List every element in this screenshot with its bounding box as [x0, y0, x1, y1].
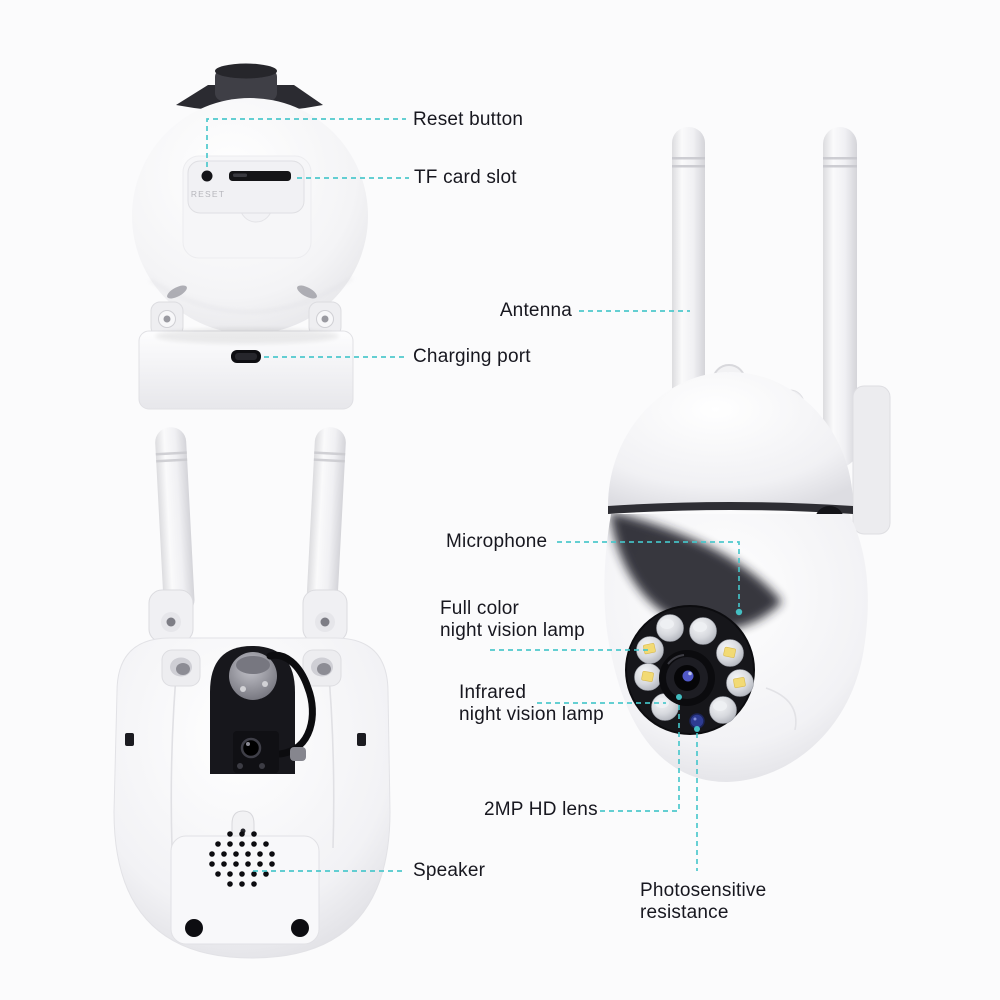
- photosensitive-sensor: [689, 713, 705, 729]
- antenna-hinge-left: [148, 589, 194, 643]
- leader-dot-photosensitive: [694, 726, 700, 732]
- label-speaker: Speaker: [413, 860, 486, 881]
- label-photosensitive-resistance: Photosensitive resistance: [640, 880, 767, 923]
- leader-line-microphone: [557, 541, 740, 607]
- gimbal-motor-top: [236, 656, 270, 674]
- antenna-rear-left: [155, 427, 195, 616]
- screw-recess-left: [161, 649, 201, 687]
- antenna-left: [672, 127, 705, 457]
- antenna-rear-right: [306, 427, 346, 616]
- label-infrared-night-vision-lamp: Infrared night vision lamp: [459, 682, 604, 725]
- bottom-screw-left: [185, 919, 203, 937]
- power-cable: [266, 651, 316, 758]
- leader-dot-microphone: [735, 608, 743, 616]
- white-light-led: [634, 663, 662, 691]
- base-shadow: [155, 328, 339, 344]
- lens-barrel-top: [215, 63, 277, 79]
- gimbal-screw: [240, 686, 246, 692]
- dome-shadow: [610, 514, 782, 631]
- label-antenna: Antenna: [499, 300, 572, 321]
- hinge-left: [150, 301, 184, 337]
- leader-lines: [206, 118, 743, 872]
- ir-led: [656, 614, 684, 642]
- label-full-color-night-vision-lamp: Full color night vision lamp: [440, 598, 585, 641]
- port-panel: [187, 160, 305, 214]
- bottom-screw-right: [291, 919, 309, 937]
- vent-right: [297, 285, 317, 299]
- pan-dome: [608, 372, 853, 506]
- leader-dot-lens: [676, 694, 682, 700]
- screw-recess-right: [302, 649, 342, 687]
- antenna-right: [823, 127, 857, 467]
- camera-bottom-view: [113, 427, 391, 959]
- tf-slot-detail: [233, 173, 247, 177]
- side-tab-left: [125, 733, 134, 746]
- leader-line-reset: [206, 118, 406, 167]
- camera-front-view: [604, 127, 891, 782]
- white-light-led: [636, 636, 664, 664]
- speaker-holes: [209, 831, 275, 887]
- speaker-panel: [170, 835, 320, 945]
- vent-left: [167, 285, 187, 299]
- label-microphone: Microphone: [446, 531, 548, 552]
- hd-lens: [659, 650, 715, 706]
- antenna-hinge-right: [302, 589, 348, 643]
- white-light-led: [716, 639, 744, 667]
- gimbal-screw: [262, 681, 268, 687]
- mount-bracket-arm: [852, 385, 891, 535]
- label-tf-card-slot: TF card slot: [414, 167, 517, 188]
- label-hd-lens: 2MP HD lens: [484, 799, 598, 820]
- tilt-gap: [608, 502, 853, 514]
- dc-jack[interactable]: [233, 731, 279, 773]
- label-charging-port: Charging port: [413, 346, 531, 367]
- ir-led: [689, 617, 717, 645]
- reset-button[interactable]: [201, 170, 213, 182]
- camera-top-view: RESET: [132, 63, 368, 410]
- reset-marking: RESET: [191, 189, 225, 199]
- side-tab-right: [357, 733, 366, 746]
- white-light-led: [726, 669, 754, 697]
- ir-led: [709, 696, 737, 724]
- label-reset-button: Reset button: [413, 109, 524, 130]
- mount-keyhole: [231, 810, 255, 838]
- charging-port-inner: [235, 353, 257, 360]
- body-seam: [765, 687, 797, 731]
- cable-connector: [290, 747, 306, 761]
